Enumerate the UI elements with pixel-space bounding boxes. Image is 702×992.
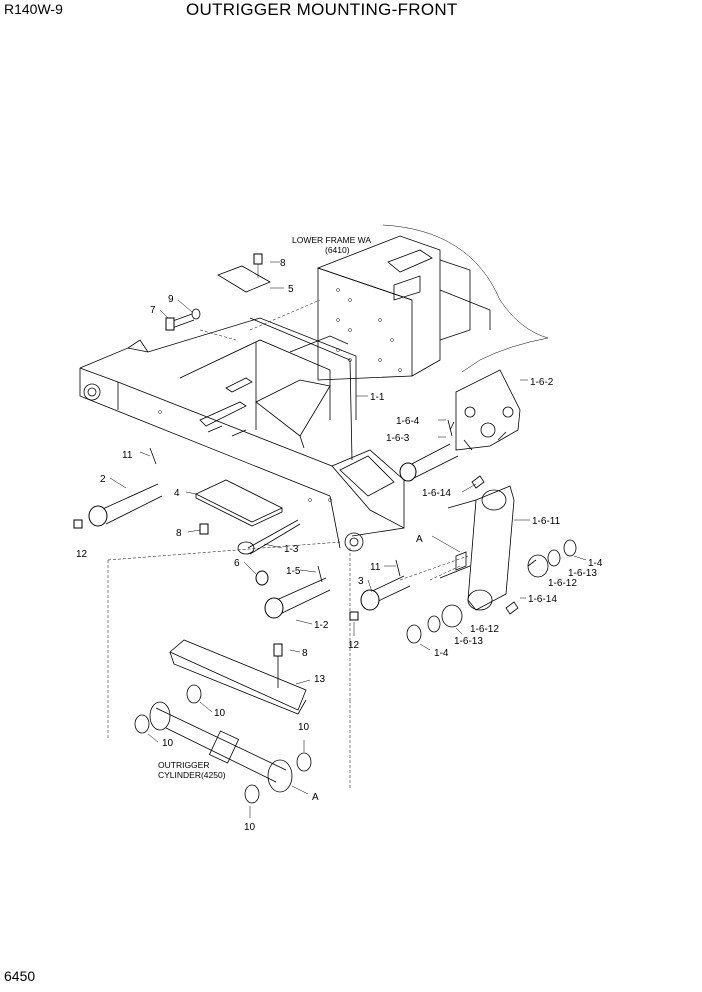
cylinder-note-line2: CYLINDER(4250) [158,770,226,780]
callout-8: 8 [176,528,182,539]
callout-1-6-13: 1-6-13 [568,568,597,579]
cover-plate-5 [217,253,271,293]
callout-A: A [312,792,319,803]
cover-13 [169,639,307,715]
callout-1-6-14: 1-6-14 [422,488,451,499]
callout-12: 12 [76,549,88,560]
callout-1-4: 1-4 [434,648,449,659]
callout-1-6-13: 1-6-13 [454,636,483,647]
plate-4 [195,479,283,535]
pin-2 [73,447,163,529]
pin-1-2 [264,565,331,619]
callout-12: 12 [348,640,360,651]
page-title: OUTRIGGER MOUNTING-FRONT [186,0,458,19]
callout-1-3: 1-3 [284,544,299,555]
callout-1-1: 1-1 [370,392,385,403]
callout-1-6-4: 1-6-4 [396,416,420,427]
outrigger-cylinder [134,684,312,804]
callout-9: 9 [168,294,174,305]
bushing-set-right [471,475,577,615]
callout-1-6-14: 1-6-14 [528,594,557,605]
callout-6: 6 [234,558,240,569]
pin-3 [349,559,411,621]
pin-1-3 [237,519,301,586]
callout-2: 2 [100,474,106,485]
bolt-7 [165,308,201,331]
callout-A: A [416,534,423,545]
callout-1-6-2: 1-6-2 [530,377,554,388]
callout-7: 7 [150,305,156,316]
callout-10: 10 [298,722,310,733]
callout-1-6-12: 1-6-12 [548,578,577,589]
callout-10: 10 [244,822,256,833]
callout-4: 4 [174,488,180,499]
cylinder-note-line1: OUTRIGGER [158,760,209,770]
callout-5: 5 [288,284,294,295]
lower-frame-note-line1: LOWER FRAME WA [292,235,371,245]
callout-10: 10 [162,738,174,749]
callout-8: 8 [302,648,308,659]
leader-lines [107,261,587,818]
lower-frame-drawing [316,224,549,381]
callout-11: 11 [370,562,381,573]
callout-1-6-3: 1-6-3 [386,433,410,444]
pin-1-6-3 [399,419,459,482]
link-1-6-11 [439,485,515,611]
callout-1-6-11: 1-6-11 [532,516,561,527]
callout-3: 3 [358,576,364,587]
callout-1-2: 1-2 [314,620,329,631]
callout-8: 8 [280,258,286,269]
lower-frame-note-line2: (6410) [325,245,350,255]
callout-1-6-12: 1-6-12 [470,624,499,635]
bushing-set-left [406,604,463,644]
bracket-1-6-2 [455,369,521,451]
callout-13: 13 [314,674,326,685]
callout-1-5: 1-5 [286,566,301,577]
callout-10: 10 [214,708,226,719]
callout-11: 11 [122,450,133,461]
callout-1-4: 1-4 [588,558,603,569]
outrigger-beam [79,317,405,552]
page-number: 6450 [4,968,36,984]
model-code: R140W-9 [4,1,63,17]
